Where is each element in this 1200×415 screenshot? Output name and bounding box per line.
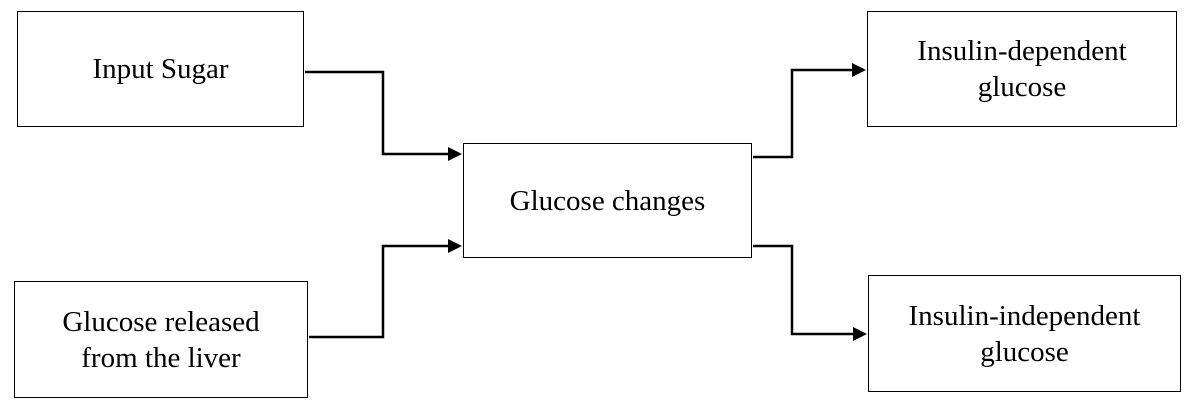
edge-line	[753, 244, 855, 336]
arrowhead	[448, 239, 462, 253]
edge-glucose-changes-to-insulin-dependent	[753, 63, 866, 159]
node-insulin-dependent-glucose: Insulin-dependent glucose	[867, 11, 1177, 127]
node-label: Glucose released from the liver	[62, 305, 260, 374]
node-insulin-independent-glucose: Insulin-independent glucose	[868, 275, 1181, 392]
edge-glucose-changes-to-insulin-independent	[753, 244, 867, 341]
node-glucose-released-from-liver: Glucose released from the liver	[14, 281, 308, 398]
node-input-sugar: Input Sugar	[17, 11, 304, 127]
edge-line	[305, 70, 450, 156]
node-glucose-changes: Glucose changes	[463, 143, 752, 258]
arrowhead	[853, 327, 867, 341]
edge-input-sugar-to-glucose-changes	[305, 70, 462, 161]
edge-line	[753, 68, 854, 159]
node-label: Input Sugar	[92, 53, 229, 85]
edge-liver-to-glucose-changes	[309, 239, 462, 339]
node-label: Insulin-dependent glucose	[917, 35, 1127, 103]
edge-line	[309, 244, 450, 339]
arrowhead	[852, 63, 866, 77]
node-label: Insulin-independent glucose	[908, 299, 1141, 368]
node-label: Glucose changes	[509, 184, 706, 217]
arrowhead	[448, 147, 462, 161]
